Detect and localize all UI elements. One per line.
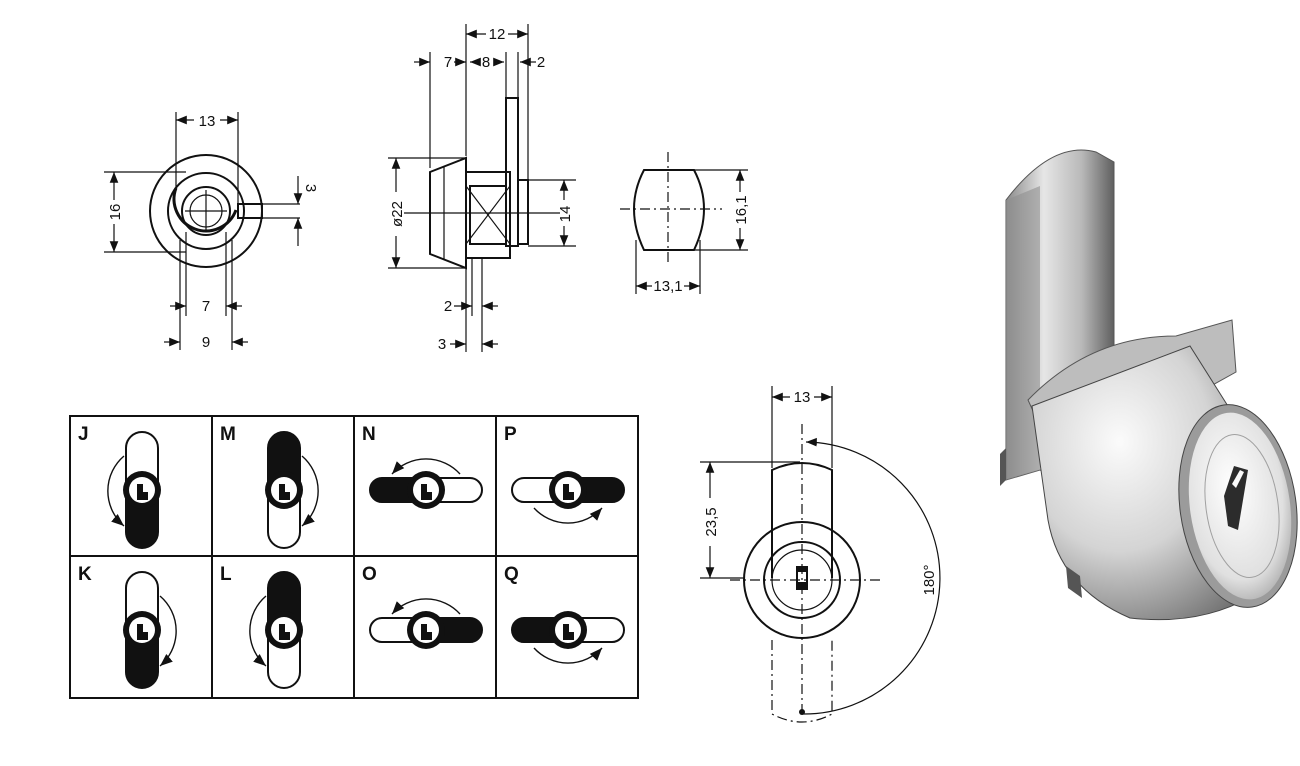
position-letter: N: [362, 424, 376, 445]
position-m: M: [220, 424, 319, 549]
position-n: N: [362, 424, 483, 509]
rotation-arrow: [391, 598, 461, 615]
rotation-arrow: [533, 647, 603, 664]
position-l: L: [220, 564, 303, 689]
front-outer-dim: 9: [202, 334, 210, 351]
key-slot: [137, 624, 148, 640]
rotation-width-dim: 13: [794, 389, 811, 406]
side-height-dim: 14: [557, 206, 574, 223]
cam-lock-product-image: [1000, 149, 1298, 621]
cam-width-dim: 13,1: [653, 278, 682, 295]
rotation-arrow: [107, 455, 125, 527]
rotation-length-dim: 23,5: [703, 507, 720, 536]
rotation-arrow: [249, 595, 267, 667]
key-slot: [279, 484, 290, 500]
rotation-view: 180° 13 23,5: [700, 386, 941, 723]
rotation-arrow: [391, 458, 461, 475]
side-left-dim: 7: [444, 54, 452, 71]
side-diameter-dim: ø22: [389, 201, 406, 227]
position-letter: L: [220, 564, 232, 585]
key-slot: [421, 484, 432, 500]
rotation-arrow: [159, 595, 177, 667]
position-j: J: [78, 424, 161, 549]
position-letter: Q: [504, 564, 519, 585]
side-total-dim: 12: [489, 26, 506, 43]
front-view: 13 16 3 7 9: [104, 112, 319, 351]
side-bottom-b-dim: 3: [438, 336, 446, 353]
cam-positions-grid: J M N P K L O Q: [69, 415, 639, 699]
side-bottom-a-dim: 2: [444, 298, 452, 315]
key-slot: [137, 484, 148, 500]
position-p: P: [504, 424, 625, 524]
cam-height-dim: 16,1: [733, 195, 750, 224]
position-o: O: [362, 564, 483, 649]
position-letter: O: [362, 564, 377, 585]
key-slot: [563, 484, 574, 500]
rotation-angle-dim: 180°: [921, 564, 938, 595]
side-view: 12 7 8 2 ø22 14 2 3: [388, 24, 576, 353]
position-letter: K: [78, 564, 92, 585]
rotation-arrow: [533, 507, 603, 524]
front-notch-dim: 3: [302, 184, 319, 192]
position-letter: J: [78, 424, 89, 445]
front-width-dim: 13: [199, 113, 216, 130]
key-slot: [563, 624, 574, 640]
key-slot: [421, 624, 432, 640]
key-slot: [279, 624, 290, 640]
side-mid-dim: 8: [482, 54, 490, 71]
rotation-arrow: [301, 455, 319, 527]
position-letter: M: [220, 424, 236, 445]
cam-view: 16,1 13,1: [620, 152, 750, 295]
position-k: K: [78, 564, 177, 689]
front-inner-dim: 7: [202, 298, 210, 315]
position-letter: P: [504, 424, 517, 445]
side-right-dim: 2: [537, 54, 545, 71]
front-height-dim: 16: [107, 204, 124, 221]
position-q: Q: [504, 564, 625, 664]
